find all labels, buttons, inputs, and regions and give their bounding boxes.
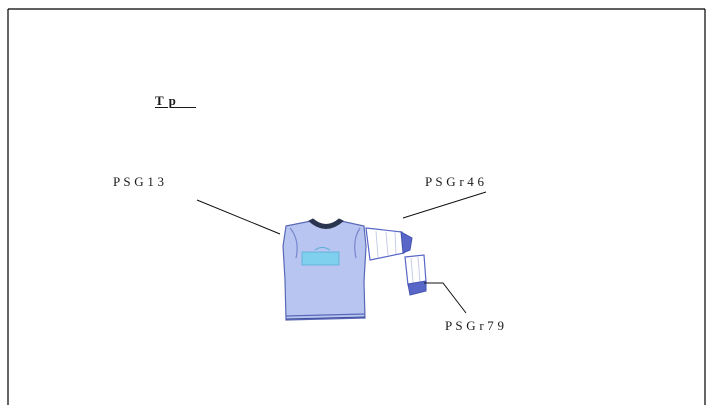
leader-line-right xyxy=(402,191,487,219)
title-underline xyxy=(170,107,196,108)
cuff-lower xyxy=(407,280,427,296)
leader-line-bottom xyxy=(424,282,467,314)
cuff-upper xyxy=(400,231,413,254)
callout-label-right: P S G r 4 6 xyxy=(425,174,485,189)
sleeve-piece-lower xyxy=(404,254,427,296)
diagram-title: T p xyxy=(155,93,177,108)
callout-label-left: P S G 1 3 xyxy=(113,174,165,189)
chest-print xyxy=(301,251,340,266)
tshirt-body xyxy=(282,218,367,321)
callout-label-bottom: P S G r 7 9 xyxy=(445,318,505,333)
leader-line-left xyxy=(196,199,281,235)
sleeve-piece-upper xyxy=(365,227,413,261)
collar xyxy=(308,218,344,229)
